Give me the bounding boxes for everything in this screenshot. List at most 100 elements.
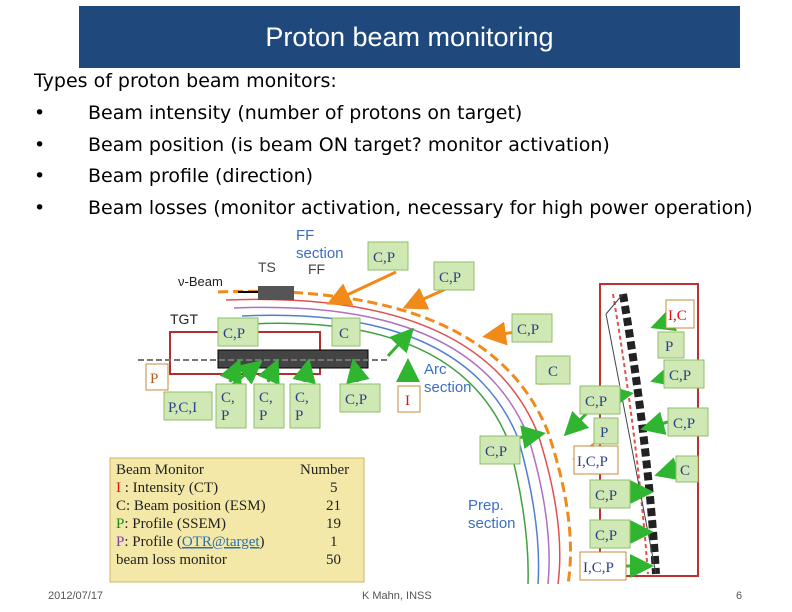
monitor-box	[589, 519, 631, 549]
section-labels: FF section FF TS ν-Beam TGT Arc section …	[170, 227, 516, 532]
monitor-box-label: C	[548, 364, 558, 380]
legend-number: 5	[330, 480, 338, 496]
monitor-box-label: P,C,I	[168, 400, 197, 416]
legend-table: Beam Monitor Number I : Intensity (CT) 5…	[109, 457, 365, 583]
legend-code: I	[116, 480, 121, 496]
tgt-label: TGT	[170, 311, 198, 327]
monitor-box	[535, 355, 571, 385]
monitor-box-label: C,P	[223, 326, 245, 342]
monitor-box	[573, 445, 619, 475]
legend-header-number: Number	[300, 462, 349, 478]
legend-code: P	[116, 534, 124, 550]
monitor-box	[339, 383, 381, 413]
ff-section-label-2: section	[296, 245, 344, 262]
monitor-box-label: C,	[259, 390, 273, 406]
svg-text:I : Intensity (CT): I : Intensity (CT)	[116, 480, 218, 496]
legend-desc: : Beam position (ESM)	[126, 498, 266, 514]
bullet-item: • Beam intensity (number of protons on ta…	[34, 102, 753, 134]
bullet-marker: •	[34, 102, 46, 124]
monitor-box-label: C,P	[595, 528, 617, 544]
legend-number: 21	[326, 498, 341, 514]
monitor-box	[215, 383, 247, 429]
monitor-boxes: C,P C,P C,P C C,P P P,C,I C, P C, P C, P…	[145, 241, 709, 581]
monitor-box-label: I,C	[668, 308, 687, 324]
monitor-box-label: C,P	[485, 444, 507, 460]
nu-beam-label: ν-Beam	[178, 274, 223, 289]
monitor-box	[289, 383, 321, 429]
bullet-item: • Beam losses (monitor activation, necess…	[34, 197, 753, 229]
monitor-box	[253, 383, 285, 429]
monitor-box	[657, 331, 685, 359]
monitor-box	[163, 391, 213, 421]
bullet-marker: •	[34, 196, 46, 219]
monitor-box-label: C,P	[595, 488, 617, 504]
footer-author: K Mahn, INSS	[362, 590, 432, 602]
bullet-item: • Beam profile (direction)	[34, 165, 753, 197]
monitor-box	[579, 551, 627, 581]
monitor-box-label: P	[259, 408, 267, 424]
legend-number: 1	[330, 534, 338, 550]
monitor-box-label: C,	[221, 390, 235, 406]
legend-number: 50	[326, 552, 341, 568]
monitor-box	[217, 317, 259, 347]
monitor-box-label: C,P	[669, 368, 691, 384]
monitor-box	[593, 417, 619, 445]
legend-link: OTR@target	[182, 534, 261, 550]
svg-text:P: Profile (SSEM): P: Profile (SSEM)	[116, 516, 226, 532]
arc-section-label-2: section	[424, 379, 472, 396]
monitor-box-label: P	[600, 425, 608, 441]
bullet-list: • Beam intensity (number of protons on ta…	[34, 102, 753, 228]
prep-section-label: Prep.	[468, 497, 504, 514]
monitor-box	[663, 359, 705, 389]
legend-number: 19	[326, 516, 341, 532]
monitor-box	[511, 313, 553, 343]
bullet-text: Beam intensity (number of protons on tar…	[88, 102, 523, 124]
footer-page-number: 6	[736, 590, 743, 602]
bullet-marker: •	[34, 165, 46, 187]
monitor-box-label: C,P	[439, 270, 461, 286]
monitor-box-label: P	[150, 371, 158, 387]
ff-inner-label: FF	[308, 261, 325, 277]
monitor-box	[665, 299, 695, 329]
monitor-box-label: P	[221, 408, 229, 424]
beamline-diagram: FF section FF TS ν-Beam TGT Arc section …	[109, 227, 709, 584]
monitor-box	[331, 317, 361, 347]
monitor-box	[397, 385, 421, 413]
legend-header-name: Beam Monitor	[116, 462, 204, 478]
monitor-box-label: C,P	[585, 394, 607, 410]
bullet-text: Beam losses (monitor activation, necessa…	[88, 196, 753, 219]
monitor-box	[667, 407, 709, 437]
svg-text:P: Profile (OTR@target): P: Profile (OTR@target)	[116, 534, 265, 550]
monitor-box-label: I	[405, 393, 410, 409]
ts-label: TS	[258, 259, 276, 275]
monitor-box-label: I,C,P	[583, 560, 614, 576]
slide-title: Proton beam monitoring	[265, 21, 554, 52]
monitor-box-label: C,P	[517, 322, 539, 338]
monitor-box-label: C,P	[373, 250, 395, 266]
monitor-box	[675, 455, 699, 483]
intro-text: Types of proton beam monitors:	[34, 70, 337, 92]
svg-text:C: Beam position (ESM): C: Beam position (ESM)	[116, 498, 266, 514]
monitor-box-label: C	[680, 463, 690, 479]
title-bar: Proton beam monitoring	[79, 6, 740, 68]
legend-desc: beam loss monitor	[116, 552, 227, 568]
monitor-box	[367, 241, 409, 271]
monitor-box-label: C	[339, 326, 349, 342]
arc-section-label: Arc	[424, 361, 447, 378]
monitor-box-label: P	[295, 408, 303, 424]
legend-desc-tail: )	[260, 534, 265, 550]
bullet-marker: •	[34, 133, 46, 156]
legend-desc: : Profile (	[124, 534, 182, 550]
ff-section-label: FF	[296, 227, 314, 244]
monitor-box	[579, 385, 621, 415]
monitor-box-label: C,P	[673, 416, 695, 432]
prep-section-label-2: section	[468, 515, 516, 532]
monitor-box-label: I,C,P	[577, 454, 608, 470]
bullet-text: Beam profile (direction)	[88, 165, 314, 187]
legend-code: P	[116, 516, 124, 532]
monitor-box	[589, 479, 631, 509]
bullet-item: • Beam position (is beam ON target? monit…	[34, 134, 753, 166]
footer-date: 2012/07/17	[48, 590, 104, 602]
monitor-box-label: C,P	[345, 392, 367, 408]
bullet-text: Beam position (is beam ON target? monito…	[88, 133, 610, 156]
